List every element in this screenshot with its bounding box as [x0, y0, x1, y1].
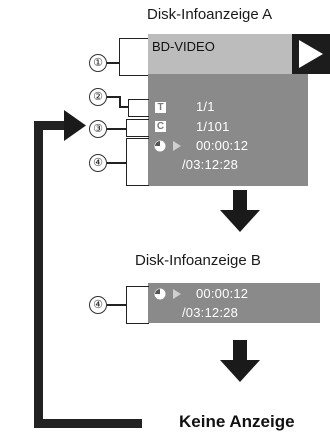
callout-4b-line — [107, 304, 126, 306]
total-time-b: /03:12:28 — [182, 305, 239, 320]
loop-top — [34, 121, 68, 130]
callout-1: ① — [89, 54, 107, 72]
bracket-2 — [128, 99, 149, 117]
display-b-panel — [148, 283, 320, 323]
callout-3: ③ — [89, 120, 107, 138]
title-counter: 1/1 — [196, 99, 215, 114]
down-arrow-2 — [220, 340, 260, 382]
display-a-titlebar — [148, 34, 292, 74]
callout-2-join — [119, 106, 129, 108]
callout-2: ② — [89, 88, 107, 106]
elapsed-time: 00:00:12 — [196, 138, 249, 153]
display-b-title: Disk-Infoanzeige B — [135, 252, 261, 269]
play-indicator — [292, 34, 330, 74]
clock-icon — [154, 140, 166, 152]
play-icon — [299, 40, 323, 68]
callout-2-drop — [119, 96, 121, 106]
loop-bottom — [34, 419, 142, 428]
total-time: /03:12:28 — [182, 157, 239, 172]
loop-vertical — [34, 121, 43, 428]
title-icon: T — [155, 102, 166, 113]
chapter-counter: 1/101 — [196, 119, 230, 134]
play-small-icon-b — [173, 289, 181, 299]
bracket-4a — [126, 138, 149, 186]
bracket-4b — [126, 286, 149, 324]
callout-1-line — [107, 62, 119, 64]
callout-4a: ④ — [89, 154, 107, 172]
clock-icon-b — [154, 288, 166, 300]
bracket-1 — [119, 38, 148, 76]
callout-4a-line — [107, 162, 126, 164]
callout-2-line — [107, 96, 119, 98]
bracket-3 — [126, 119, 149, 137]
callout-3-line — [107, 128, 126, 130]
final-state-label: Keine Anzeige — [179, 412, 295, 431]
elapsed-time-b: 00:00:12 — [196, 286, 249, 301]
disc-type-label: BD-VIDEO — [152, 39, 215, 54]
display-a-title: Disk-Infoanzeige A — [147, 6, 273, 23]
play-small-icon — [173, 141, 181, 151]
callout-4b: ④ — [89, 296, 107, 314]
down-arrow-1 — [220, 190, 260, 232]
chapter-icon: C — [155, 121, 166, 132]
loop-arrow-head — [64, 110, 86, 141]
